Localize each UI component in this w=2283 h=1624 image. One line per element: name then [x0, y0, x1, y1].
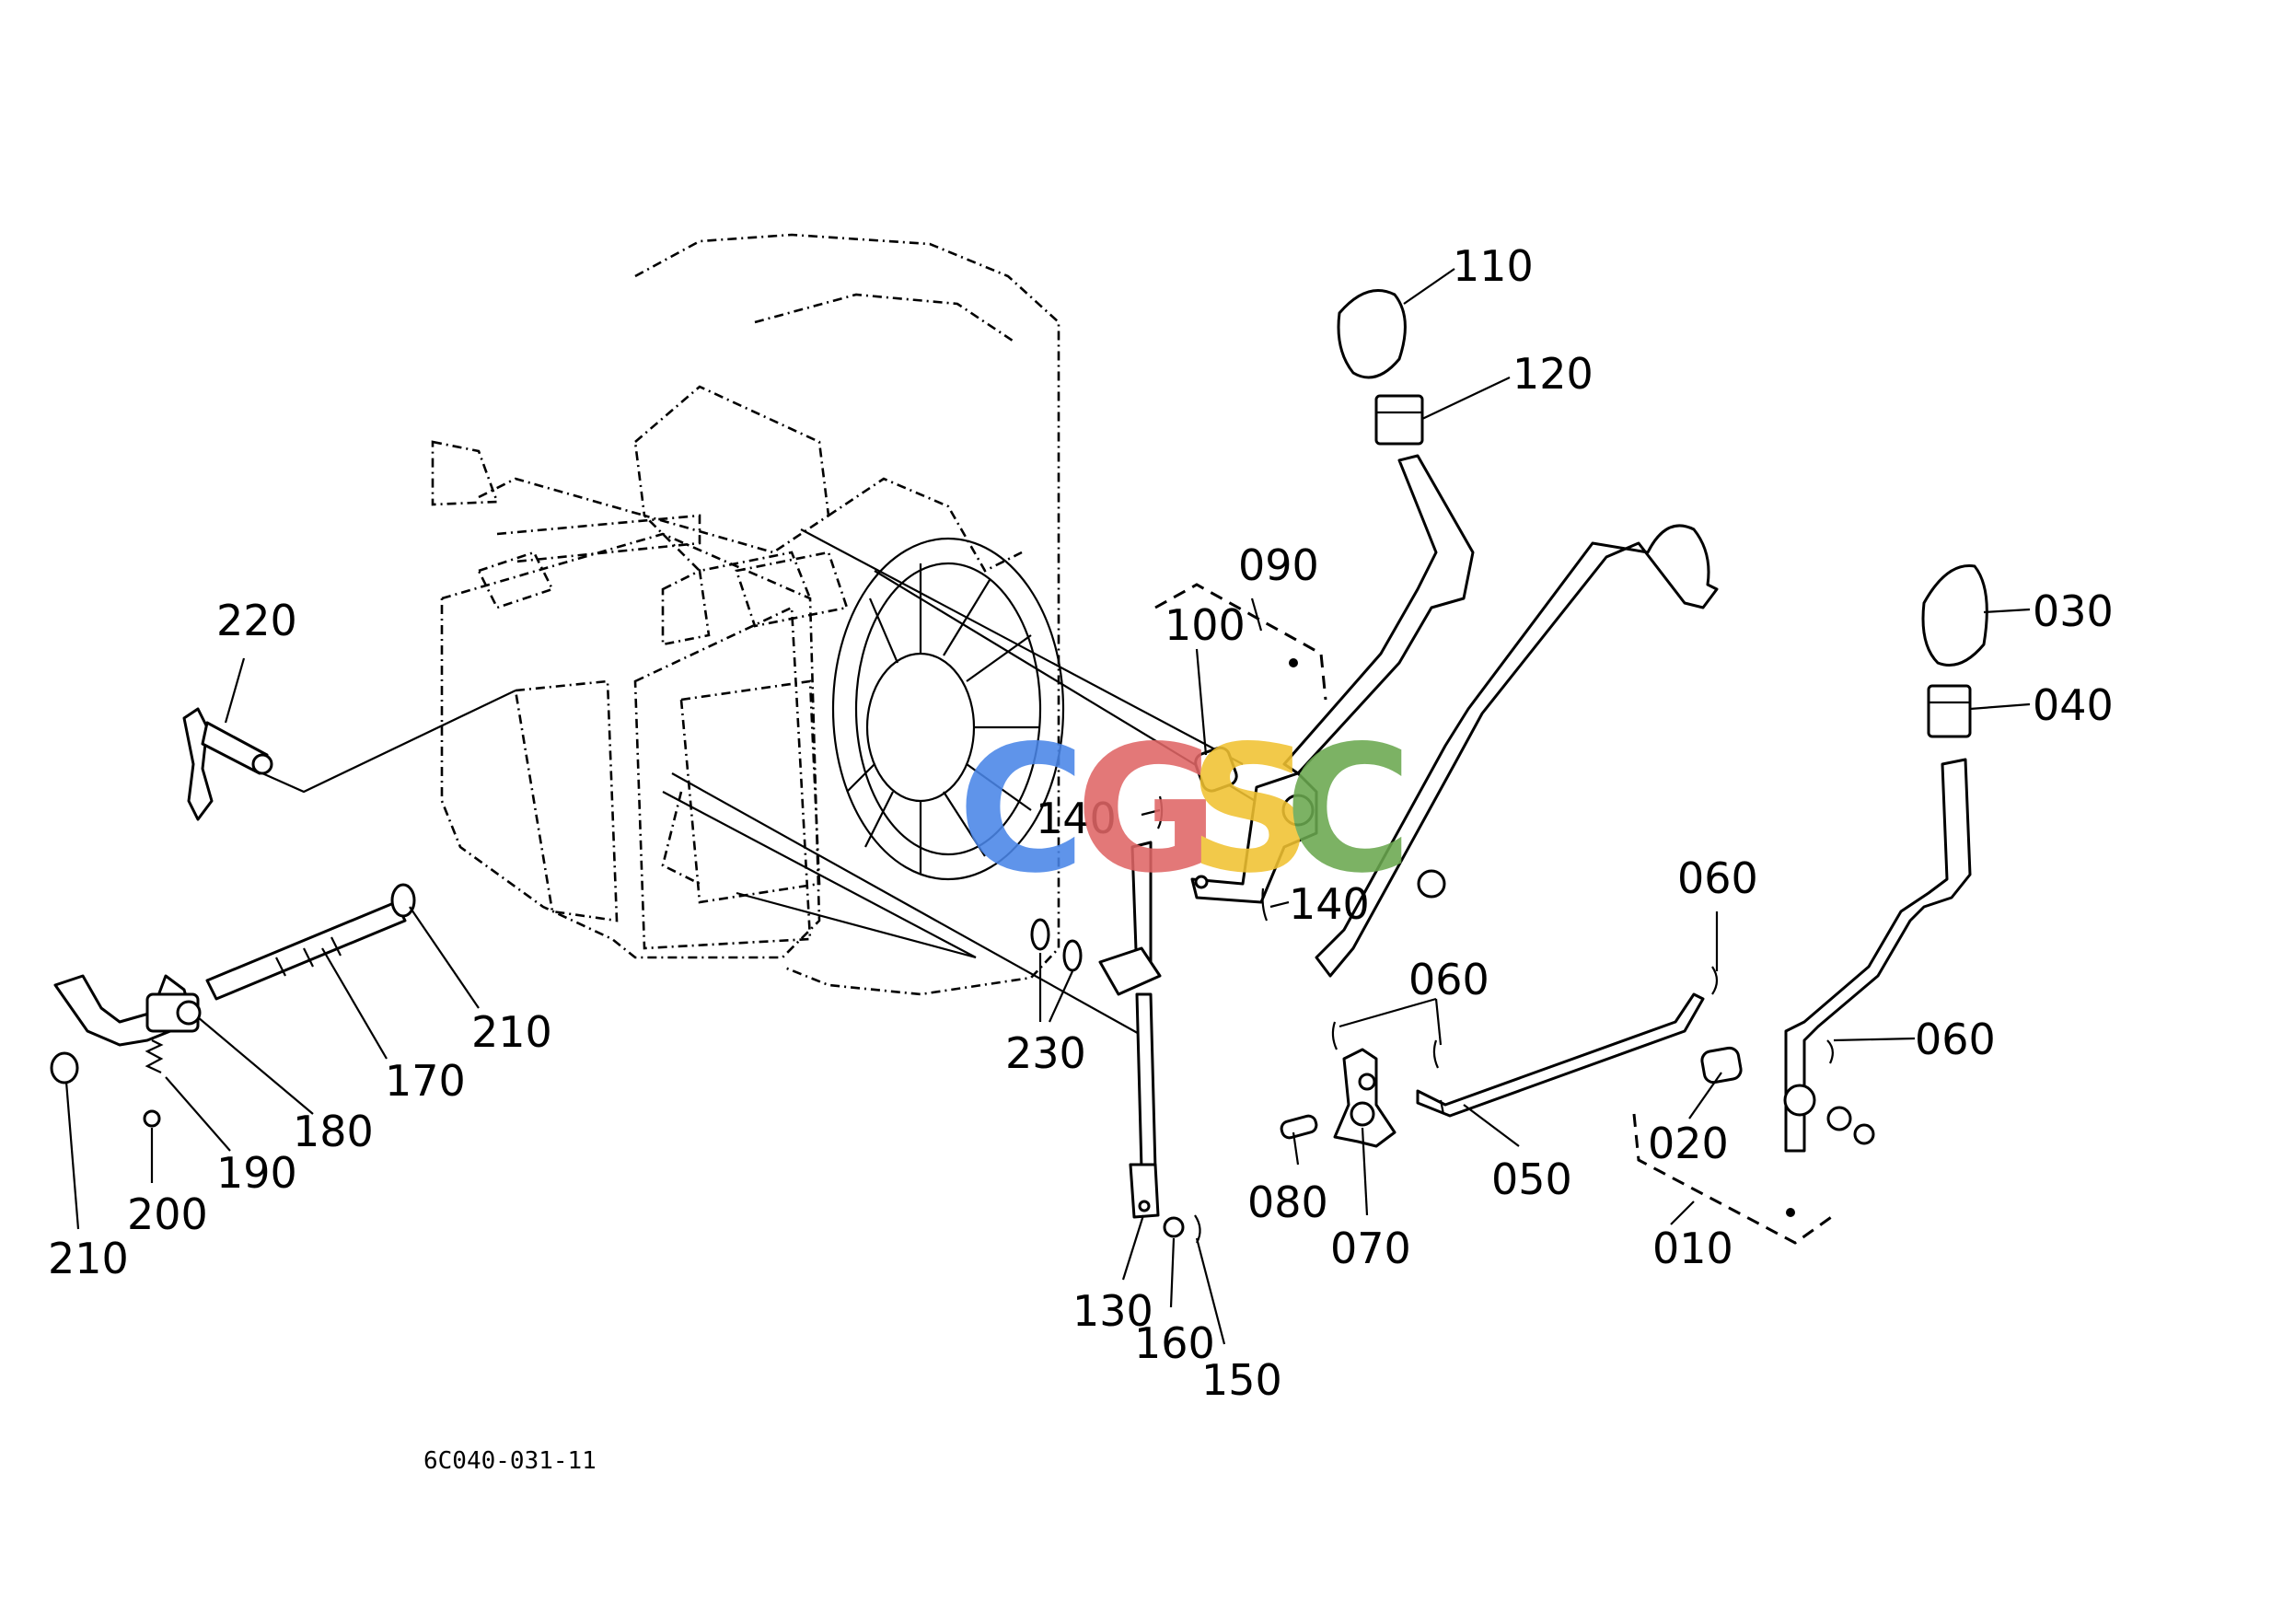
callout-040: 040	[2033, 680, 2114, 730]
part-190-spring	[145, 1039, 164, 1073]
callout-120: 120	[1512, 349, 1593, 399]
part-140-pins	[1156, 795, 1269, 922]
part-210-circlip-left	[50, 1051, 79, 1085]
transmission-housing	[431, 233, 1060, 996]
callout-100: 100	[1165, 600, 1246, 650]
callout-210-left: 210	[48, 1234, 129, 1283]
callout-110: 110	[1453, 241, 1534, 291]
part-200-ball	[143, 1109, 161, 1128]
callout-220: 220	[216, 596, 297, 645]
callout-210-right: 210	[471, 1007, 552, 1057]
group-dot-010	[1786, 1208, 1795, 1217]
callout-060-mid: 060	[1408, 955, 1489, 1004]
part-050-rod	[1416, 992, 1705, 1118]
callout-150: 150	[1201, 1355, 1282, 1405]
watermark-letter-1: C	[957, 708, 1085, 911]
part-060-pins	[1331, 966, 1834, 1069]
long-lever-middle	[1315, 524, 1719, 978]
part-020-bushing	[1700, 1046, 1743, 1085]
callout-060-right: 060	[1915, 1015, 1996, 1064]
part-120-knob-base	[1374, 394, 1424, 446]
callout-020: 020	[1648, 1119, 1729, 1168]
leader-lines	[64, 268, 2031, 1345]
part-170-shift-rod	[205, 900, 407, 1001]
clutch-housing-cover	[831, 537, 1065, 881]
callout-labels: 220 210 170 180 190 200 210 110 120 090 …	[48, 241, 2114, 1405]
part-180-shift-fork	[53, 974, 202, 1047]
cgsc-watermark: C G S C	[957, 708, 1412, 911]
part-030-knob	[1921, 564, 1988, 667]
part-110-knob	[1337, 289, 1407, 379]
callout-130: 130	[1072, 1286, 1153, 1336]
drawing-code: 6C040-031-11	[423, 1447, 597, 1475]
callout-160: 160	[1134, 1318, 1215, 1368]
part-080-pin	[1280, 1114, 1318, 1140]
part-130-rod	[1098, 841, 1162, 1219]
part-100-collar	[1194, 746, 1238, 793]
callout-170: 170	[385, 1056, 466, 1106]
callout-060-top: 060	[1677, 853, 1758, 903]
callout-010: 010	[1652, 1224, 1733, 1273]
callout-230: 230	[1005, 1028, 1086, 1078]
callout-180: 180	[293, 1107, 374, 1156]
watermark-letter-3: S	[1188, 708, 1314, 911]
part-210-circlip-right	[390, 883, 416, 918]
callout-140-upper: 140	[1036, 794, 1117, 843]
callout-090: 090	[1238, 540, 1319, 590]
callout-050: 050	[1491, 1154, 1572, 1204]
part-040-knob-base	[1927, 684, 1972, 738]
part-010-lever	[1783, 758, 1972, 1153]
part-070-bracket	[1333, 1048, 1396, 1148]
watermark-letter-2: G	[1075, 708, 1219, 911]
part-160-washer	[1163, 1216, 1185, 1238]
part-090-lever	[1190, 454, 1475, 904]
callout-080: 080	[1247, 1177, 1328, 1227]
group-bracket-010	[1632, 1113, 1837, 1245]
callout-030: 030	[2033, 586, 2114, 636]
callout-140-lower: 140	[1289, 879, 1370, 929]
callout-190: 190	[216, 1148, 297, 1198]
group-dot-090	[1289, 658, 1298, 667]
part-220-shift-arm	[182, 690, 516, 821]
callout-200: 200	[127, 1189, 208, 1239]
part-230-orings	[1030, 918, 1083, 972]
callout-070: 070	[1330, 1224, 1411, 1273]
watermark-letter-4: C	[1284, 708, 1412, 911]
